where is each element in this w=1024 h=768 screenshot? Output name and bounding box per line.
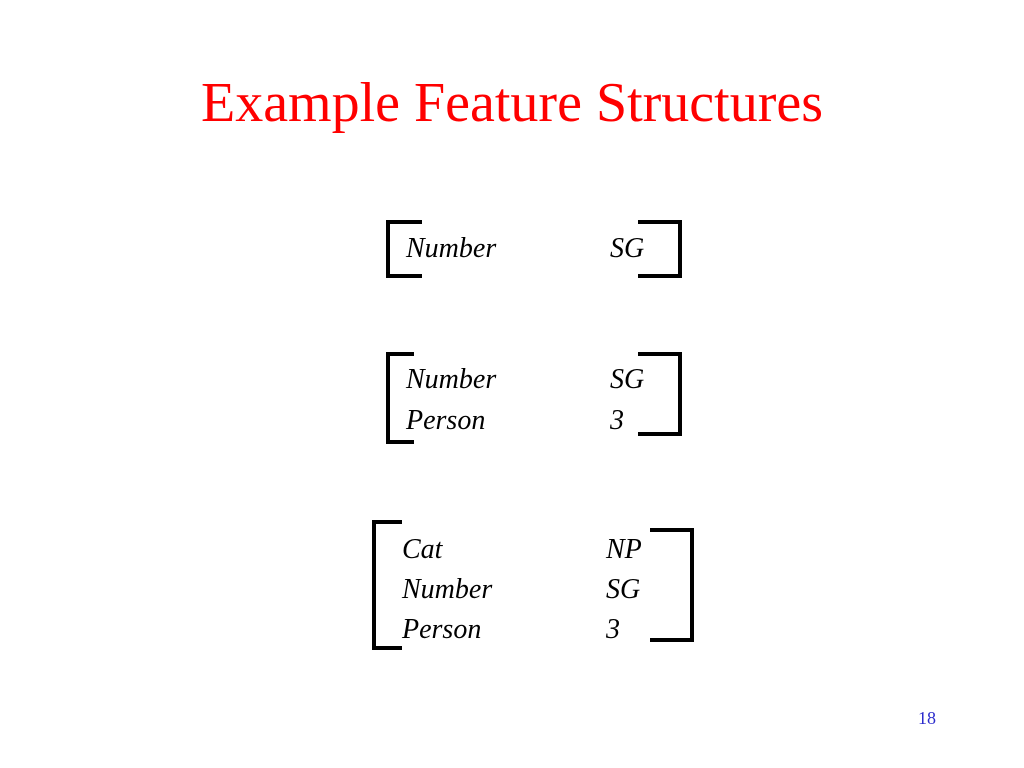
- left-bracket: [386, 220, 422, 278]
- feature-row: Number SG: [402, 570, 662, 610]
- feature-value: 3: [606, 614, 620, 645]
- left-bracket: [372, 520, 402, 650]
- right-bracket: [638, 352, 682, 436]
- feature-row: Person 3: [402, 610, 662, 650]
- feature-value: SG: [606, 574, 641, 605]
- feature-attribute: Cat: [402, 534, 443, 565]
- feature-structure-3: Cat NP Number SG Person 3: [372, 520, 694, 650]
- left-bracket: [386, 352, 414, 444]
- feature-value: NP: [606, 534, 642, 565]
- page-number: 18: [918, 708, 936, 728]
- feature-row: Person 3: [406, 401, 666, 441]
- feature-attribute: Person: [402, 614, 482, 645]
- right-bracket: [638, 220, 682, 278]
- right-bracket: [650, 528, 694, 642]
- feature-attribute: Person: [406, 405, 486, 436]
- feature-value: 3: [610, 405, 624, 436]
- feature-attribute: Number: [402, 574, 493, 605]
- feature-structure-1: Number SG: [386, 220, 682, 278]
- feature-value: SG: [610, 233, 645, 264]
- feature-attribute: Number: [406, 364, 497, 395]
- feature-row: Cat NP: [402, 530, 662, 570]
- feature-attribute: Number: [406, 233, 497, 264]
- feature-structure-2: Number SG Person 3: [386, 352, 682, 444]
- feature-row: Number SG: [406, 229, 666, 269]
- slide-title: Example Feature Structures: [200, 72, 823, 134]
- feature-row: Number SG: [406, 360, 666, 400]
- feature-value: SG: [610, 364, 645, 395]
